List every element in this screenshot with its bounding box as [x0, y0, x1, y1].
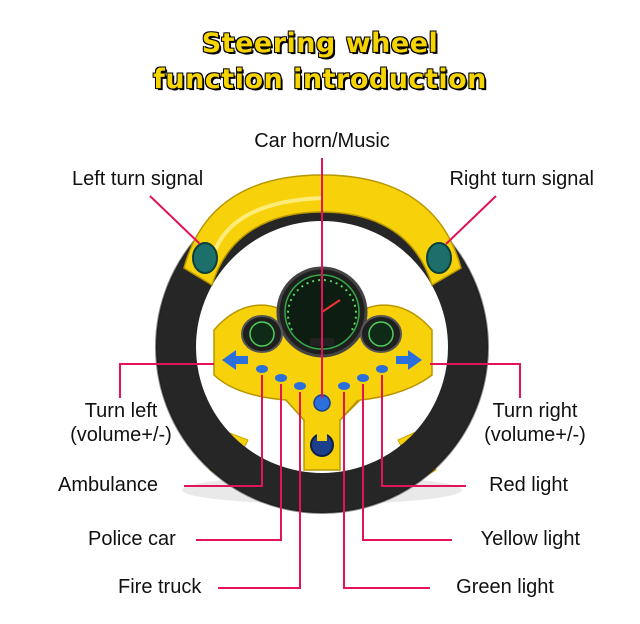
leader-yellow-light: [362, 384, 452, 541]
fire-truck-button[interactable]: [294, 382, 306, 390]
turn-left-button[interactable]: [222, 350, 248, 370]
leader-lines: [119, 158, 521, 589]
leader-turn-left: [119, 363, 214, 398]
right-signal-light[interactable]: [426, 242, 452, 274]
label-fire-truck: Fire truck: [118, 576, 202, 598]
leader-police-car: [196, 384, 282, 541]
yellow-light-button[interactable]: [357, 374, 369, 382]
speed-needle: [321, 299, 341, 313]
label-left-signal: Left turn signal: [72, 168, 204, 190]
label-turn-left-2: (volume+/-): [70, 424, 172, 446]
label-right-signal: Right turn signal: [449, 168, 594, 190]
title-line-2: function introduction: [153, 63, 487, 95]
police-car-button[interactable]: [275, 374, 287, 382]
label-ambulance: Ambulance: [58, 474, 159, 496]
leader-green-light: [343, 392, 430, 589]
leader-ambulance: [184, 375, 263, 487]
label-yellow-light: Yellow light: [480, 528, 580, 550]
green-light-button[interactable]: [338, 382, 350, 390]
label-green-light: Green light: [456, 576, 554, 598]
label-turn-left-1: Turn left: [84, 400, 158, 422]
leader-right-signal: [445, 195, 497, 245]
label-horn: Car horn/Music: [254, 130, 390, 152]
label-turn-right-1: Turn right: [492, 400, 578, 422]
title-line-1: Steering wheel: [201, 27, 439, 59]
leader-red-light: [381, 375, 466, 487]
leader-left-signal: [149, 195, 201, 245]
top-grip: [183, 174, 462, 287]
leader-turn-right: [430, 363, 521, 398]
turn-right-button[interactable]: [396, 350, 422, 370]
label-police-car: Police car: [88, 528, 176, 550]
leader-fire-truck: [218, 392, 301, 589]
red-light-button[interactable]: [376, 365, 388, 373]
left-signal-light[interactable]: [192, 242, 218, 274]
label-red-light: Red light: [489, 474, 568, 496]
ambulance-button[interactable]: [256, 365, 268, 373]
label-turn-right-2: (volume+/-): [484, 424, 586, 446]
